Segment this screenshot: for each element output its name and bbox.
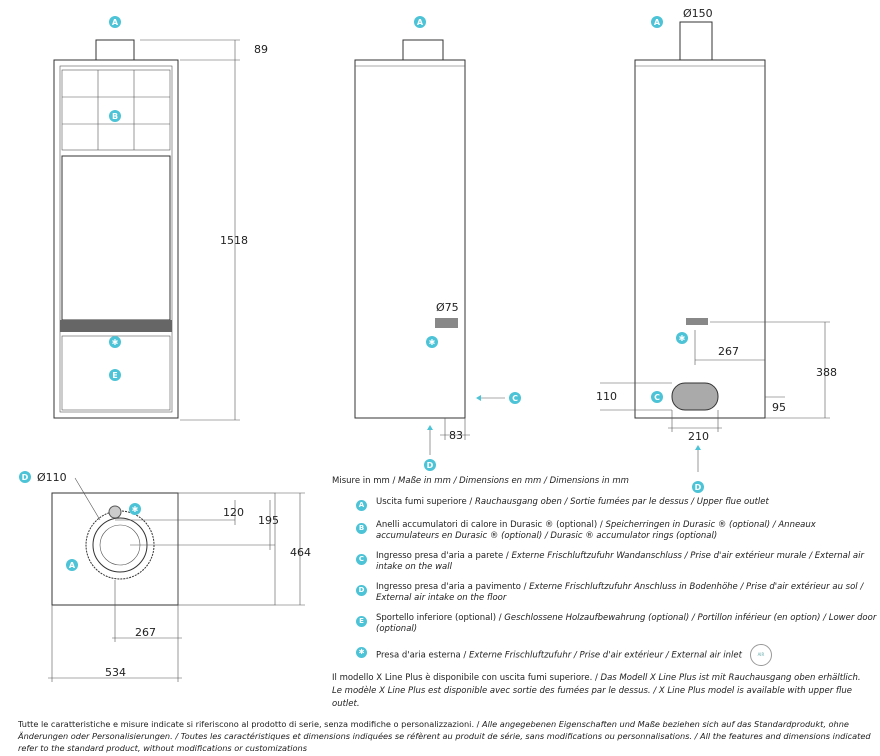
dim-rear-267: 267 xyxy=(718,345,739,358)
dim-front-height: 1518 xyxy=(220,234,248,247)
badge-star-top: ✱ xyxy=(129,503,141,515)
dim-top-flue: Ø110 xyxy=(37,471,67,484)
dim-front-top: 89 xyxy=(254,43,268,56)
dim-side-diameter: Ø75 xyxy=(436,301,459,314)
svg-text:C: C xyxy=(512,394,518,403)
badge-c-side: C xyxy=(509,392,521,404)
svg-text:✱: ✱ xyxy=(679,334,686,343)
dim-rear-110: 110 xyxy=(596,390,617,403)
badge-a-side: A xyxy=(414,16,426,28)
dim-rear-95: 95 xyxy=(772,401,786,414)
svg-text:D: D xyxy=(695,483,702,492)
badge-d-side: D xyxy=(424,459,436,471)
air-inlet-logo-icon: AIR xyxy=(749,644,772,666)
top-view: 120 195 464 267 534 Ø110 D ✱ A xyxy=(19,471,311,682)
svg-text:B: B xyxy=(112,112,118,121)
badge-e: E xyxy=(109,369,121,381)
footer-disclaimer: Tutte le caratteristiche e misure indica… xyxy=(18,719,871,753)
dim-rear-210: 210 xyxy=(688,430,709,443)
svg-text:✱: ✱ xyxy=(429,338,436,347)
dim-top-120: 120 xyxy=(223,506,244,519)
svg-text:✱: ✱ xyxy=(132,505,139,514)
legend-item-air-inlet: ✱Presa d'aria esterna / Externe Frischlu… xyxy=(356,644,877,666)
badge-b: B xyxy=(109,110,121,122)
badge-star-rear: ✱ xyxy=(676,332,688,344)
svg-text:E: E xyxy=(112,371,117,380)
svg-text:D: D xyxy=(427,461,434,470)
svg-text:D: D xyxy=(22,473,29,482)
svg-text:C: C xyxy=(654,393,660,402)
badge-a-front: A xyxy=(109,16,121,28)
dim-top-464: 464 xyxy=(290,546,311,559)
svg-text:A: A xyxy=(112,18,119,27)
rear-view: 267 388 110 95 210 Ø150 A ✱ C D xyxy=(596,7,837,493)
dim-rear-388: 388 xyxy=(816,366,837,379)
badge-d-rear: D xyxy=(692,481,704,493)
badge-a-rear: A xyxy=(651,16,663,28)
dim-top-267: 267 xyxy=(135,626,156,639)
svg-text:A: A xyxy=(417,18,424,27)
svg-text:A: A xyxy=(654,18,661,27)
svg-text:A: A xyxy=(69,561,76,570)
side-view: Ø75 83 A ✱ C D xyxy=(354,16,521,471)
dim-top-195: 195 xyxy=(258,514,279,527)
badge-star-side: ✱ xyxy=(426,336,438,348)
dim-rear-flue: Ø150 xyxy=(683,7,713,20)
front-view: 89 1518 A B ✱ E xyxy=(53,16,268,421)
badge-c-rear: C xyxy=(651,391,663,403)
model-note: Il modello X Line Plus è disponibile con… xyxy=(332,673,861,709)
dim-side-bottom: 83 xyxy=(449,429,463,442)
svg-text:✱: ✱ xyxy=(112,338,119,347)
legend-title: Misure in mm / Maße in mm / Dimensions e… xyxy=(332,476,629,486)
badge-star-front: ✱ xyxy=(109,336,121,348)
legend: Misure in mm / Maße in mm / Dimensions e… xyxy=(332,476,877,675)
dim-top-534: 534 xyxy=(105,666,126,679)
badge-a-top: A xyxy=(66,559,78,571)
badge-d-top: D xyxy=(19,471,31,483)
